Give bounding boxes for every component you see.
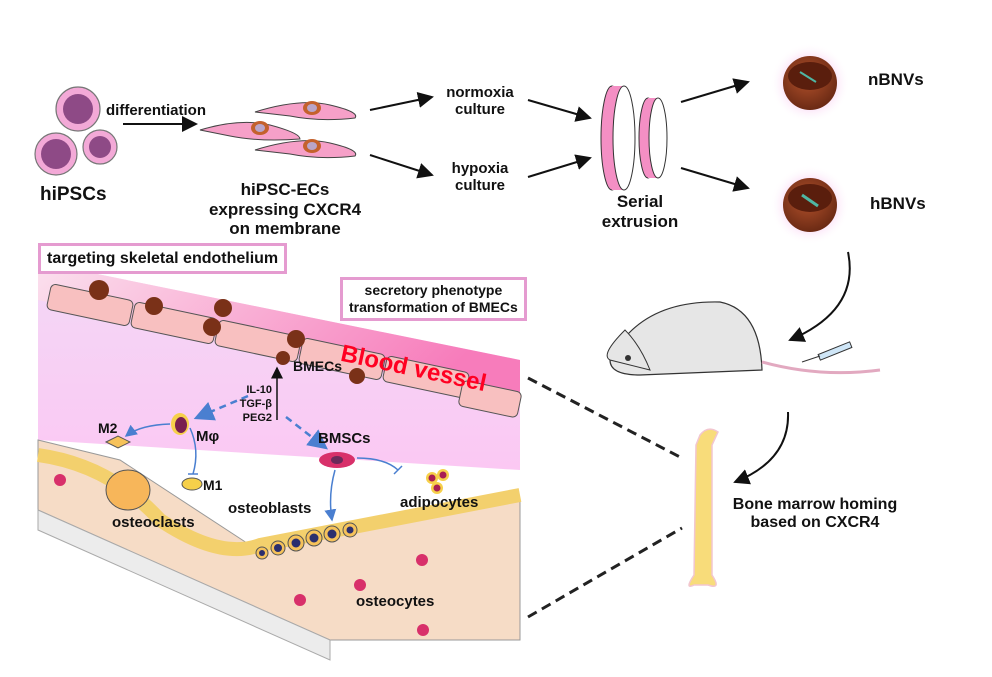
hypoxia-line2: culture [454,177,505,195]
osteocyte-cells [54,474,429,636]
zoom-dashed-line-top [527,376,681,459]
osteocytes-label: osteocytes [356,593,435,610]
adipocyte-cells [426,469,449,494]
normoxia-to-extrusion-arrow [527,99,592,122]
hbnv-vesicle-icon [770,165,850,245]
hipsc-ecs-label: hiPSC-ECs expressing CXCR4 on membrane [195,180,375,239]
osteoblasts-label: osteoblasts [228,500,312,517]
secretory-line1: secretory phenotype [364,282,503,298]
hypoxia-culture-label: hypoxia culture [440,160,520,195]
cytokine-peg2: PEG2 [242,411,272,424]
bmsc-cell [319,452,355,468]
normoxia-line2: culture [454,101,505,119]
to-hbnvs-arrow [680,167,750,192]
differentiation-label: differentiation [106,102,206,119]
nbnv-vesicle-icon [770,43,850,123]
m2-macrophage-cell [104,435,132,449]
bmecs-label: BMECs [293,358,343,374]
secretory-phenotype-box: secretory phenotype transformation of BM… [340,277,527,321]
femur-bone-icon [688,428,719,587]
to-normoxia-arrow [369,92,434,111]
cytokine-tgfb: TGF-β [239,397,272,410]
bone-marrow-panel [37,262,522,661]
extrusion-line1: Serial [616,192,664,211]
hipsc-ecs-label-line2: expressing CXCR4 [208,199,362,219]
adipocytes-label: adipocytes [400,494,479,511]
homing-line2: based on CXCR4 [750,514,880,532]
normoxia-line1: normoxia [446,84,514,101]
bone-marrow-homing-label: Bone marrow homing based on CXCR4 [710,496,920,533]
osteoclasts-label: osteoclasts [112,514,195,531]
extrusion-membrane-icon [600,85,668,191]
to-nbnvs-arrow [680,78,750,103]
endothelial-cells-icon [199,101,357,159]
osteoblast-cells [255,522,358,560]
extrusion-line2: extrusion [601,211,679,231]
homing-arrow [733,411,790,485]
zoom-dashed-line-bottom [527,526,683,619]
m1-label: M1 [203,477,223,493]
hbnvs-label: hBNVs [870,194,926,213]
nbnvs-label: nBNVs [868,70,924,89]
macrophage-label: Mφ [196,428,220,445]
hipsc-ecs-label-line3: on membrane [229,219,341,239]
homing-line1: Bone marrow homing [732,496,898,513]
hipscs-label: hiPSCs [40,184,107,205]
hipsc-ecs-label-line1: hiPSC-ECs [240,180,330,199]
targeting-skeletal-endothelium-box: targeting skeletal endothelium [38,243,288,275]
mouse-icon [606,301,881,376]
cytokines-list: IL-10 TGF-β PEG2 [232,384,272,425]
hipsc-cells-icon [34,86,118,176]
normoxia-culture-label: normoxia culture [440,84,520,119]
hypoxia-line1: hypoxia [451,160,509,177]
m1-macrophage-cell [181,477,203,491]
osteoclast-cell [105,469,151,511]
to-hypoxia-arrow [369,154,434,179]
bmscs-label: BMSCs [318,430,371,447]
secretory-line2: transformation of BMECs [349,298,518,315]
cytokine-il10: IL-10 [246,384,272,396]
bone-lining [37,448,522,557]
macrophage-cell [171,413,189,435]
circulating-vesicles [89,280,365,384]
m2-label: M2 [98,420,118,436]
serial-extrusion-label: Serial extrusion [590,192,690,231]
injection-arrow [788,251,851,342]
hypoxia-to-extrusion-arrow [527,154,592,178]
